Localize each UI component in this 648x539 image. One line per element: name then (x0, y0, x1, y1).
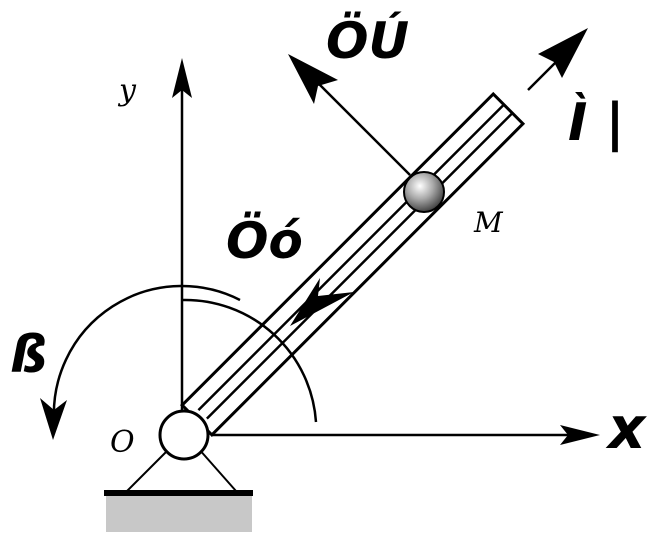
x-axis-label: x (605, 394, 647, 462)
ball-m (403, 171, 445, 213)
y-axis-arrowhead (172, 58, 192, 98)
tip-arrowhead (538, 28, 588, 78)
force-tip-label: Ì | (568, 92, 624, 153)
force-top-label: ÖÚ (326, 11, 409, 70)
point-m-label: M (473, 206, 504, 239)
origin-label: O (110, 425, 135, 460)
rotation-label: ß (10, 325, 47, 385)
angle-arc (181, 298, 318, 423)
pivot-circle (158, 409, 210, 461)
perp-arrowhead (288, 54, 338, 104)
x-axis-arrowhead (560, 425, 600, 445)
force-rod-label: Öó (226, 211, 303, 270)
support-left-leg (126, 447, 171, 492)
support-right-leg (197, 447, 237, 492)
perp-arrow-shaft (302, 67, 411, 176)
y-axis-label: y (117, 73, 137, 108)
rod-down-arrowhead (290, 278, 354, 326)
rotation-arc (52, 284, 241, 421)
ground-block (106, 494, 252, 532)
rotation-arrowhead (40, 398, 67, 440)
